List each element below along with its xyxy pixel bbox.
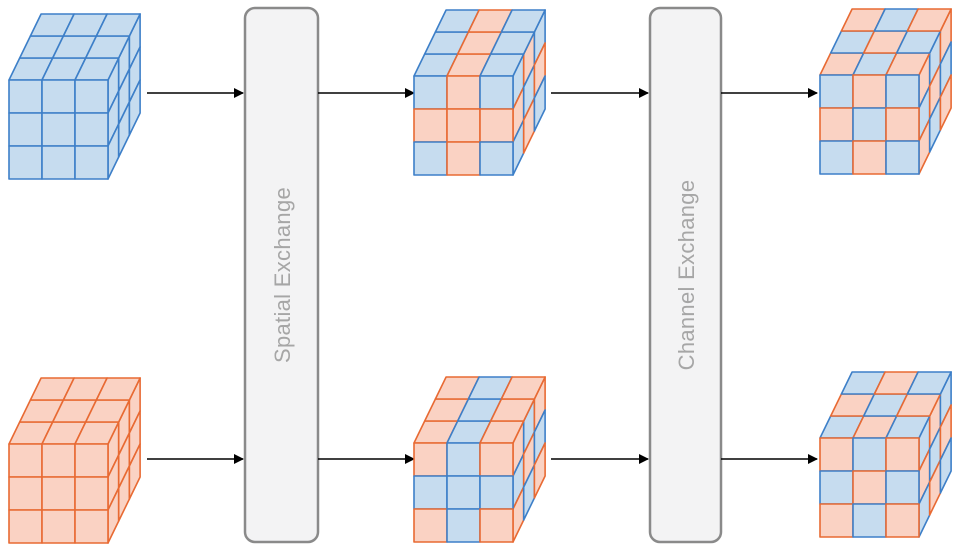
- cube-cell-front: [8, 145, 43, 180]
- cube-cell-front: [852, 74, 887, 109]
- cube-cell-front: [819, 470, 854, 505]
- cube-cell-front: [446, 508, 481, 543]
- channel-exchange-label: Channel Exchange: [674, 180, 699, 371]
- cube-cell-front: [852, 140, 887, 175]
- cube-cell-front: [446, 442, 481, 477]
- cube-cell-right: [533, 75, 546, 132]
- cube-cell-front: [74, 79, 109, 114]
- cube-cell-top: [95, 377, 141, 401]
- cube-cell-top: [95, 13, 141, 37]
- cube-cell-front: [413, 508, 448, 543]
- cube-cell-front: [446, 108, 481, 143]
- cube-cell-front: [885, 107, 920, 142]
- cube-cell-front: [413, 442, 448, 477]
- cube-cell-front: [446, 475, 481, 510]
- cube-cell-front: [413, 108, 448, 143]
- cube-cell-right: [939, 74, 952, 131]
- cube-cell-top: [500, 9, 546, 33]
- cube-cell-front: [413, 141, 448, 176]
- cube-input-top: [8, 13, 141, 180]
- cube-cell-front: [74, 509, 109, 544]
- spatial-exchange-panel: Spatial Exchange: [243, 6, 320, 544]
- cube-cell-front: [479, 442, 514, 477]
- cube-spatial-exchanged-top: [413, 9, 546, 176]
- cube-cell-front: [479, 108, 514, 143]
- cube-cell-right: [128, 79, 141, 136]
- cube-cell-front: [8, 509, 43, 544]
- cube-cell-front: [819, 503, 854, 538]
- cube-cell-front: [8, 112, 43, 147]
- cube-cell-top: [906, 8, 952, 32]
- cube-cell-front: [41, 112, 76, 147]
- cube-cell-front: [852, 437, 887, 472]
- cube-cell-front: [819, 107, 854, 142]
- cube-cell-front: [819, 437, 854, 472]
- cube-cell-front: [8, 476, 43, 511]
- arrows: [147, 88, 818, 464]
- cube-cell-front: [852, 503, 887, 538]
- cube-cell-front: [885, 437, 920, 472]
- cube-channel-exchanged-bottom: [819, 371, 952, 538]
- cube-cell-front: [8, 443, 43, 478]
- cube-cell-front: [852, 107, 887, 142]
- cube-cell-front: [885, 140, 920, 175]
- cube-cell-front: [74, 112, 109, 147]
- cube-cell-right: [128, 443, 141, 500]
- cube-cell-front: [479, 141, 514, 176]
- cube-cell-front: [41, 476, 76, 511]
- cube-cell-front: [413, 475, 448, 510]
- cube-cell-front: [446, 75, 481, 110]
- cube-cell-front: [479, 75, 514, 110]
- cube-cell-front: [885, 74, 920, 109]
- cube-spatial-exchanged-bottom: [413, 376, 546, 543]
- cube-cell-front: [885, 503, 920, 538]
- cube-cell-front: [885, 470, 920, 505]
- cube-cell-front: [41, 145, 76, 180]
- cube-cell-front: [852, 470, 887, 505]
- cube-cell-front: [74, 476, 109, 511]
- cube-cell-right: [533, 442, 546, 499]
- cube-cell-front: [413, 75, 448, 110]
- cube-cell-front: [479, 475, 514, 510]
- cube-cell-front: [41, 443, 76, 478]
- cube-channel-exchanged-top: [819, 8, 952, 175]
- cube-cell-front: [446, 141, 481, 176]
- cube-cell-front: [819, 140, 854, 175]
- cube-cell-front: [41, 79, 76, 114]
- cube-cell-right: [939, 437, 952, 494]
- cube-cell-front: [41, 509, 76, 544]
- cube-cell-front: [74, 145, 109, 180]
- spatial-exchange-label: Spatial Exchange: [270, 187, 295, 363]
- cube-cell-top: [906, 371, 952, 395]
- cube-cell-top: [500, 376, 546, 400]
- cube-cell-front: [819, 74, 854, 109]
- cube-cell-front: [479, 508, 514, 543]
- channel-exchange-panel: Channel Exchange: [648, 6, 723, 544]
- cube-cell-front: [8, 79, 43, 114]
- cube-cell-front: [74, 443, 109, 478]
- cube-input-bottom: [8, 377, 141, 544]
